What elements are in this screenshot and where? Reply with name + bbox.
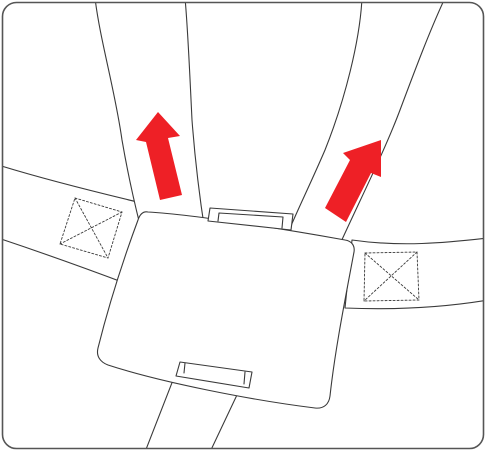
left-up-arrow	[136, 112, 182, 200]
stitch-box-right	[363, 251, 420, 302]
buckle-plate	[96, 211, 355, 409]
right-up-arrow	[325, 140, 381, 222]
buckle-bottom-slot	[175, 361, 253, 389]
right-waist-strap	[344, 237, 484, 310]
stitch-box-left	[59, 197, 123, 259]
right-shoulder-strap	[284, 2, 446, 245]
